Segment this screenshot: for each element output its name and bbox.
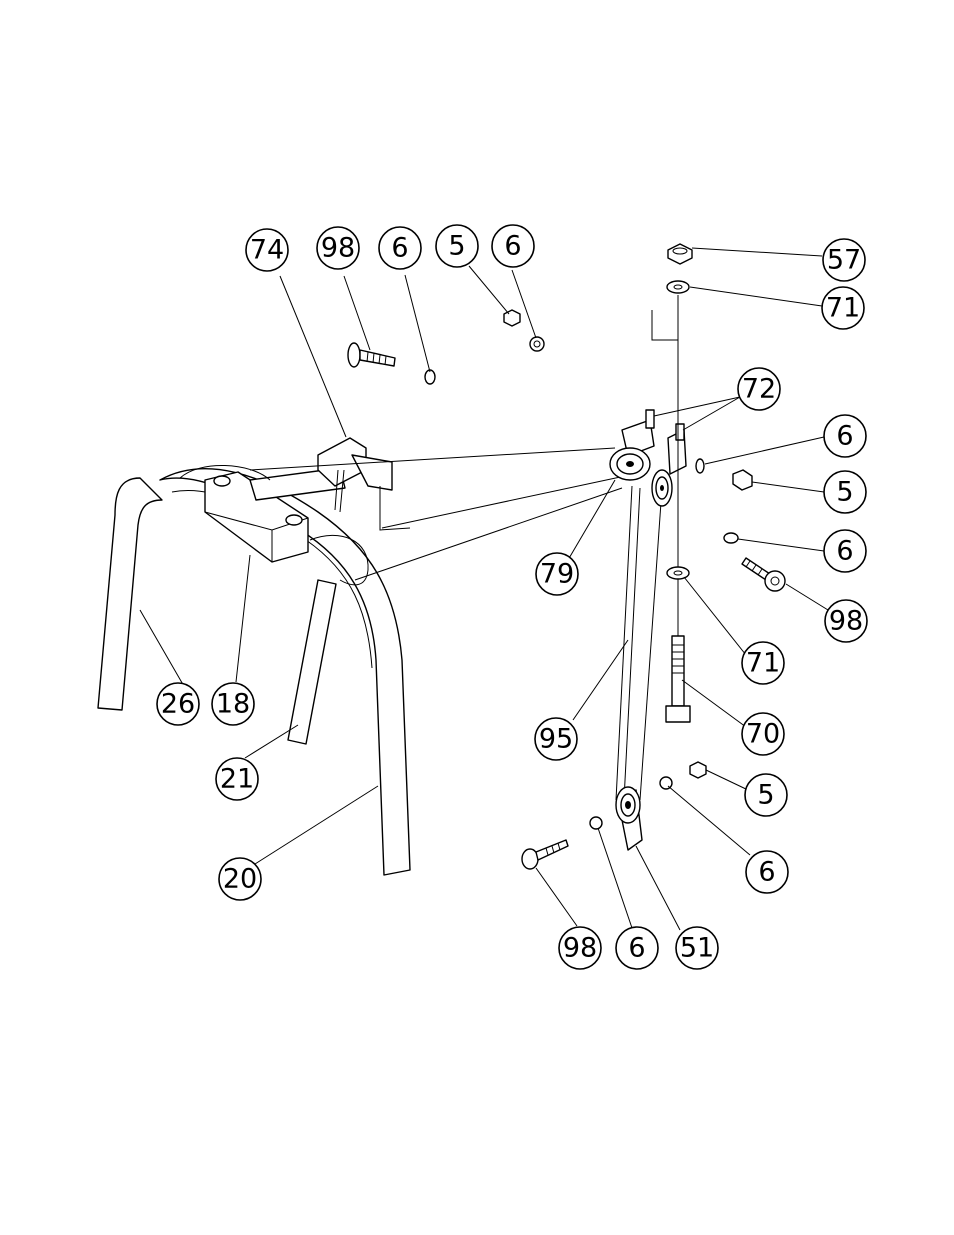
callout-70: 70 [741, 712, 785, 756]
callout-5: 5 [744, 773, 788, 817]
svg-text:98: 98 [321, 233, 355, 264]
svg-text:5: 5 [757, 780, 774, 811]
callout-98: 98 [316, 226, 360, 270]
callout-6: 6 [823, 529, 867, 573]
washer-71-lower [666, 566, 690, 580]
pulley-lower [615, 786, 641, 824]
callout-95: 95 [534, 717, 578, 761]
svg-text:6: 6 [391, 233, 408, 264]
bolt-98-lower [521, 839, 569, 870]
svg-text:71: 71 [826, 293, 860, 324]
svg-text:72: 72 [742, 374, 776, 405]
hardware [347, 243, 786, 723]
upper-pulley-assembly [609, 295, 687, 640]
callout-57: 57 [822, 238, 866, 282]
svg-text:74: 74 [250, 235, 284, 266]
pulley-side [651, 469, 673, 507]
callout-74: 74 [245, 228, 289, 272]
washer-6-lower-right [659, 776, 673, 790]
svg-text:51: 51 [680, 933, 714, 964]
svg-text:26: 26 [161, 689, 195, 720]
pulley-bracket-left [621, 419, 655, 457]
washer-71-top [666, 280, 690, 294]
cable [249, 447, 663, 801]
callout-51: 51 [675, 926, 719, 970]
svg-text:18: 18 [216, 689, 250, 720]
washer-6-top-left [424, 369, 436, 385]
svg-text:79: 79 [540, 559, 574, 590]
frame-leg-back-left [97, 477, 163, 711]
bolt-70 [665, 635, 691, 723]
svg-text:57: 57 [827, 245, 861, 276]
svg-text:71: 71 [746, 648, 780, 679]
callout-6: 6 [378, 226, 422, 270]
callout-98: 98 [824, 599, 868, 643]
svg-text:5: 5 [448, 231, 465, 262]
washer-6-right [695, 458, 705, 474]
svg-text:5: 5 [836, 477, 853, 508]
svg-text:6: 6 [504, 231, 521, 262]
svg-text:95: 95 [539, 724, 573, 755]
rear-rail [249, 467, 346, 501]
callout-79: 79 [535, 552, 579, 596]
svg-text:70: 70 [746, 719, 780, 750]
callouts: 74 98 6 5 6 57 71 72 6 5 6 98 79 71 70 9… [156, 224, 868, 970]
callout-5: 5 [823, 470, 867, 514]
frame-leg-back-right [287, 579, 337, 745]
callout-71: 71 [821, 286, 865, 330]
callout-98: 98 [558, 926, 602, 970]
bolt-98-right [741, 557, 786, 592]
callout-26: 26 [156, 682, 200, 726]
callout-6: 6 [823, 414, 867, 458]
nut-5-right [732, 469, 753, 491]
nut-5-lower [689, 761, 707, 779]
washer-6-lower-left [589, 816, 603, 830]
svg-text:98: 98 [829, 606, 863, 637]
svg-text:6: 6 [836, 536, 853, 567]
callout-72: 72 [737, 367, 781, 411]
callout-6: 6 [491, 224, 535, 268]
washer-6-mid-right [723, 532, 739, 544]
callout-71: 71 [741, 641, 785, 685]
pulley-79 [609, 447, 651, 481]
frame [97, 437, 411, 876]
callout-20: 20 [218, 857, 262, 901]
callout-18: 18 [211, 682, 255, 726]
lower-pulley-assembly [521, 761, 707, 870]
nut-5-top [503, 309, 521, 327]
svg-text:6: 6 [628, 933, 645, 964]
callout-5: 5 [435, 224, 479, 268]
bolt-98-top [347, 342, 396, 368]
callout-6: 6 [615, 926, 659, 970]
callout-6: 6 [745, 850, 789, 894]
leader-lines [139, 247, 829, 931]
washer-6-top [529, 336, 545, 352]
svg-text:6: 6 [758, 857, 775, 888]
svg-text:98: 98 [563, 933, 597, 964]
callout-21: 21 [215, 757, 259, 801]
svg-text:21: 21 [220, 764, 254, 795]
svg-text:6: 6 [836, 421, 853, 452]
svg-text:20: 20 [223, 864, 257, 895]
